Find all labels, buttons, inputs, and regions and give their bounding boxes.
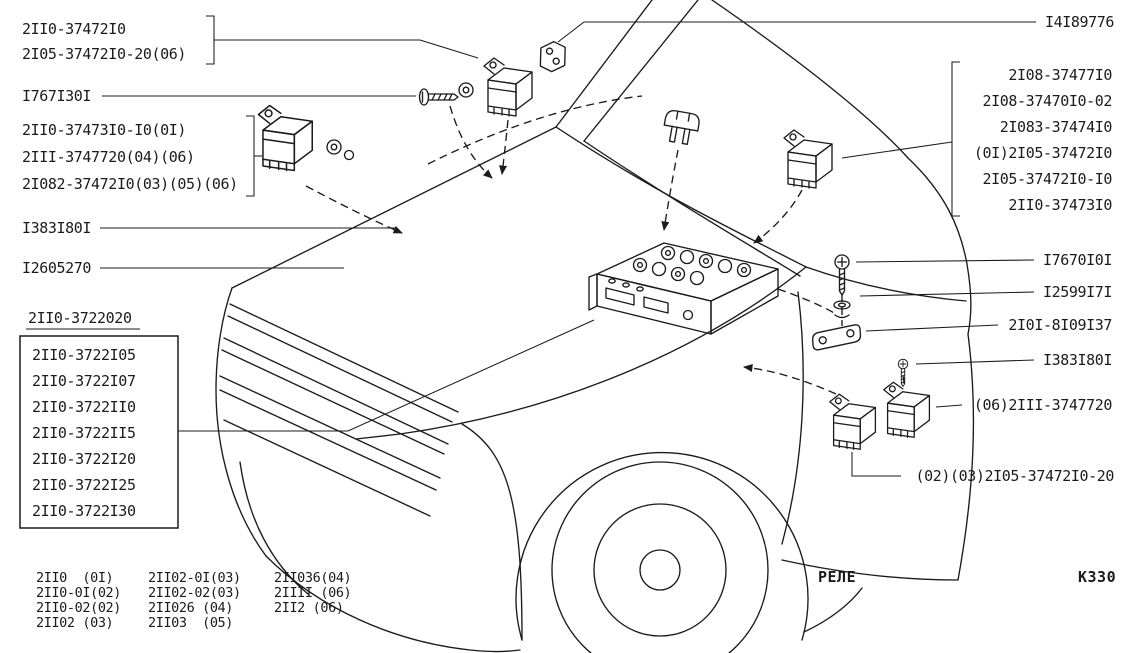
nut-drawing-left: [343, 149, 355, 161]
mount-plate-drawing-top: [537, 39, 569, 75]
car-outline: [215, 0, 975, 653]
figure-code: К330: [1078, 568, 1116, 586]
relay-drawing-lower-right-b: [883, 381, 931, 438]
pointer-arrows: [305, 105, 906, 395]
callout-screw-top: I767I30I: [22, 87, 91, 105]
callout-relay-right-6: 2II0-37473I0: [1008, 196, 1112, 214]
callout-relay-left-2: 2III-3747720(04)(06): [22, 148, 195, 166]
callout-screw-right: I7670I0I: [1043, 251, 1112, 269]
screw-drawing-right: [834, 254, 850, 296]
grille-slats: [219, 303, 459, 517]
bracket-top-left-group: [206, 15, 215, 65]
callout-relay-left-1: 2II0-37473I0-I0(0I): [22, 121, 186, 139]
callout-block-variant-5: 2II0-3722I20: [32, 450, 136, 468]
relay-drawing-top: [483, 57, 533, 117]
relay-drawing-left: [257, 104, 313, 172]
variants-box: [19, 335, 179, 529]
callout-mounting-block: 2II0-3722020: [28, 309, 132, 327]
fuse-relay-block-drawing: [588, 242, 779, 335]
screw-drawing-lower-right: [897, 358, 909, 387]
callout-nut-left: I2605270: [22, 259, 91, 277]
leader-lines: [19, 15, 1036, 529]
applicability-cell: 2II02-02(03): [148, 585, 241, 601]
fuse-drawing: [660, 108, 702, 147]
callout-block-variant-1: 2II0-3722I05: [32, 346, 136, 364]
component-drawings: [257, 39, 931, 450]
callout-labels: 2II0-37472I0 2I05-37472I0-20(06) I767I30…: [22, 13, 1115, 520]
callout-relay-top-left-2: 2I05-37472I0-20(06): [22, 45, 186, 63]
applicability-cell: 2II0-0I(02): [36, 585, 121, 601]
washer-drawing-left: [326, 139, 342, 155]
callout-relay-right-4: (0I)2I05-37472I0: [974, 144, 1112, 162]
applicability-cell: 2II0-02(02): [36, 600, 121, 616]
callout-spring-washer-right: I2599I7I: [1043, 283, 1112, 301]
relay-drawing-lower-right-a: [829, 393, 877, 450]
callout-relay-right-2: 2I08-37470I0-02: [983, 92, 1112, 110]
figure-title: РЕЛЕ: [818, 568, 856, 586]
callout-bracket-right: 2I0I-8I09I37: [1008, 316, 1112, 334]
bracket-plate-drawing-right: [811, 323, 862, 351]
callout-block-variant-3: 2II0-3722II0: [32, 398, 136, 416]
washer-drawing-top: [458, 82, 474, 98]
callout-block-variant-7: 2II0-3722I30: [32, 502, 136, 520]
applicability-table: 2II0 (0I) 2II0-0I(02) 2II0-02(02) 2II02 …: [36, 570, 352, 631]
callout-block-variant-4: 2II0-3722II5: [32, 424, 136, 442]
bracket-left-group: [246, 115, 255, 197]
callout-bracket-top-right: I4I89776: [1045, 13, 1114, 31]
callout-relay-right-02-03: (02)(03)2I05-37472I0-20: [915, 467, 1114, 485]
relay-drawing-right-upper: [783, 129, 833, 189]
callout-relay-right-5: 2I05-37472I0-I0: [983, 170, 1113, 188]
callout-washer-right: I383I80I: [1043, 351, 1112, 369]
callout-block-variant-6: 2II0-3722I25: [32, 476, 136, 494]
applicability-cell: 2II03 (05): [148, 615, 233, 631]
screw-drawing-top: [418, 88, 459, 106]
applicability-cell: 2II036(04): [274, 570, 351, 586]
callout-relay-right-3: 2I083-37474I0: [1000, 118, 1113, 136]
bracket-right-group: [951, 61, 960, 217]
callout-relay-top-left-1: 2II0-37472I0: [22, 20, 126, 38]
hidden-cowl-line: [427, 95, 643, 165]
applicability-cell: 2II2 (06): [274, 600, 344, 616]
callout-relay-right-1: 2I08-37477I0: [1008, 66, 1112, 84]
callout-relay-right-06: (06)2III-3747720: [974, 396, 1112, 414]
front-wheel: [515, 451, 809, 653]
applicability-cell: 2II02 (03): [36, 615, 113, 631]
applicability-cell: 2II02-0I(03): [148, 570, 241, 586]
applicability-cell: 2IIII (06): [274, 585, 351, 601]
callout-relay-left-3: 2I082-37472I0(03)(05)(06): [22, 175, 238, 193]
callout-block-variant-2: 2II0-3722I07: [32, 372, 136, 390]
callout-washer-left: I383I80I: [22, 219, 91, 237]
applicability-cell: 2II0 (0I): [36, 570, 113, 586]
applicability-cell: 2II026 (04): [148, 600, 233, 616]
